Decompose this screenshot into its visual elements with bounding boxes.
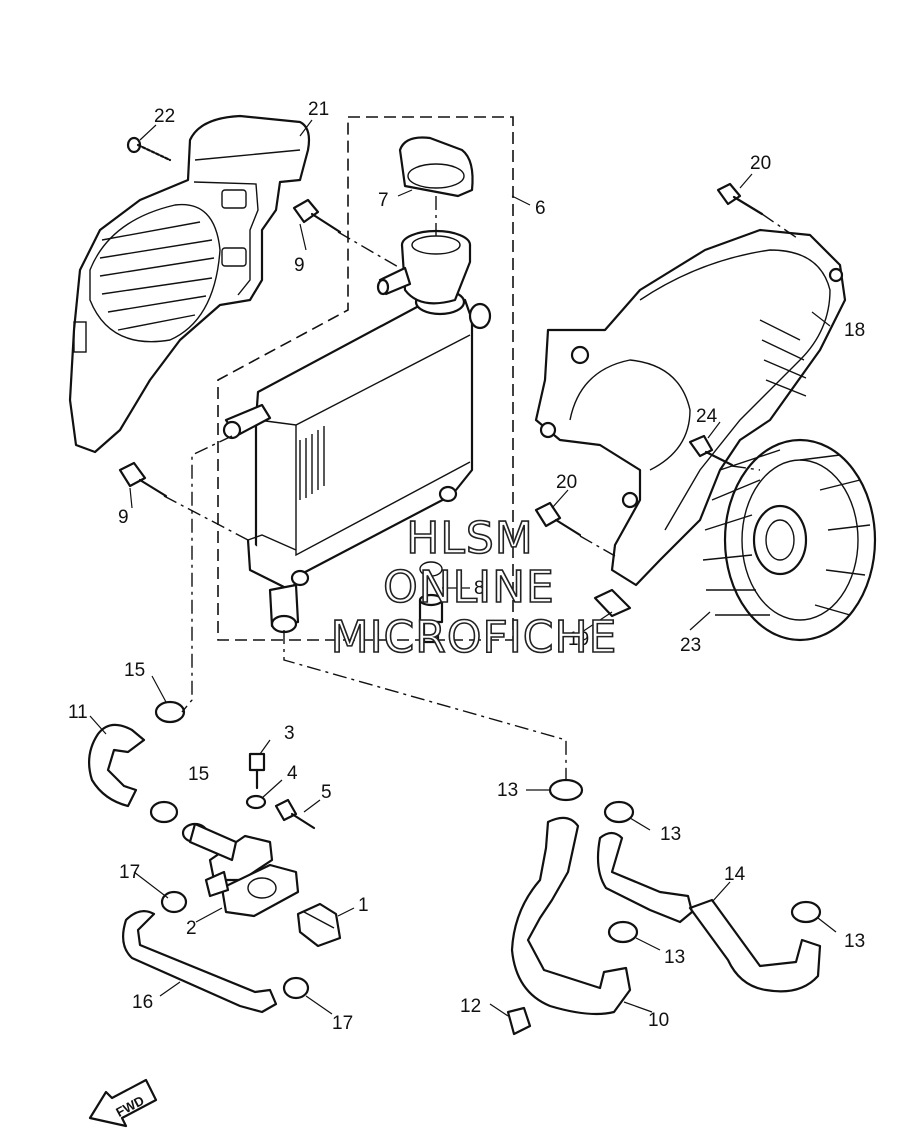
callout-19: 19 (568, 629, 589, 650)
bolt-22 (126, 136, 172, 162)
callout-10: 10 (648, 1010, 669, 1031)
callout-14: 14 (724, 864, 746, 885)
radiator-assembly-box (217, 116, 514, 641)
callout-17a: 17 (119, 862, 140, 883)
callout-7: 7 (378, 190, 389, 211)
drain-bolt (418, 561, 444, 644)
callout-3: 3 (284, 723, 295, 744)
callout-9b: 9 (118, 507, 129, 528)
clamp-13c (607, 920, 639, 944)
thermostat-housing (181, 822, 300, 918)
callout-16: 16 (132, 992, 153, 1013)
watermark-line-1: HLSM (406, 513, 534, 564)
callout-13c: 13 (664, 947, 685, 968)
callout-13a: 13 (497, 780, 518, 801)
clamp-13d (790, 900, 822, 924)
hose-11 (87, 723, 146, 808)
watermark-line-2: ONLINE (383, 562, 555, 613)
callout-20b: 20 (556, 472, 577, 493)
crankcase-cover (534, 228, 847, 587)
bolt-5 (274, 798, 316, 830)
clamp-13b (603, 800, 635, 824)
callout-2: 2 (186, 918, 197, 939)
callout-11: 11 (68, 702, 88, 723)
callout-8: 8 (474, 578, 485, 599)
clamp-17a (160, 890, 188, 914)
clamp-12 (506, 1006, 532, 1036)
callout-1: 1 (358, 895, 369, 916)
hose-16 (121, 909, 278, 1014)
callout-13d: 13 (844, 931, 865, 952)
filler-neck (376, 229, 472, 305)
hose-14 (596, 831, 822, 993)
callout-5: 5 (321, 782, 332, 803)
callout-15a: 15 (124, 660, 145, 681)
washer-4 (245, 794, 267, 810)
callout-18: 18 (844, 320, 865, 341)
fwd-direction-arrow: FWD (88, 1078, 158, 1128)
callout-15b: 15 (188, 764, 209, 785)
callout-20a: 20 (750, 153, 771, 174)
routing-lines (163, 196, 801, 780)
bolt-9-upper (292, 198, 342, 234)
bolt-20-lower (534, 501, 582, 537)
radiator-shroud (68, 114, 311, 454)
callout-21: 21 (308, 99, 329, 120)
clamp-13a (548, 778, 584, 802)
callout-9a: 9 (294, 255, 305, 276)
clamp-17b (282, 976, 310, 1000)
callout-23: 23 (680, 635, 701, 656)
cooling-fan (702, 438, 877, 642)
thermostat-1 (296, 902, 342, 948)
bolt-24 (688, 434, 734, 467)
hose-10 (510, 816, 632, 1016)
callout-22: 22 (154, 106, 175, 127)
clamp-15a (154, 700, 186, 724)
bolt-3 (248, 752, 266, 790)
bolt-20-upper (716, 182, 764, 216)
callout-4: 4 (287, 763, 298, 784)
callout-12: 12 (460, 996, 481, 1017)
callout-13b: 13 (660, 824, 681, 845)
bolt-9-lower (118, 461, 168, 498)
callout-17b: 17 (332, 1013, 353, 1034)
callout-6: 6 (535, 198, 546, 219)
leader-lines (89, 119, 837, 1017)
radiator-cap (398, 136, 474, 198)
callout-24: 24 (696, 406, 718, 427)
damper-19 (593, 588, 632, 618)
clamp-15b (149, 800, 179, 824)
watermark-line-3: MICROFICHE (331, 612, 618, 663)
